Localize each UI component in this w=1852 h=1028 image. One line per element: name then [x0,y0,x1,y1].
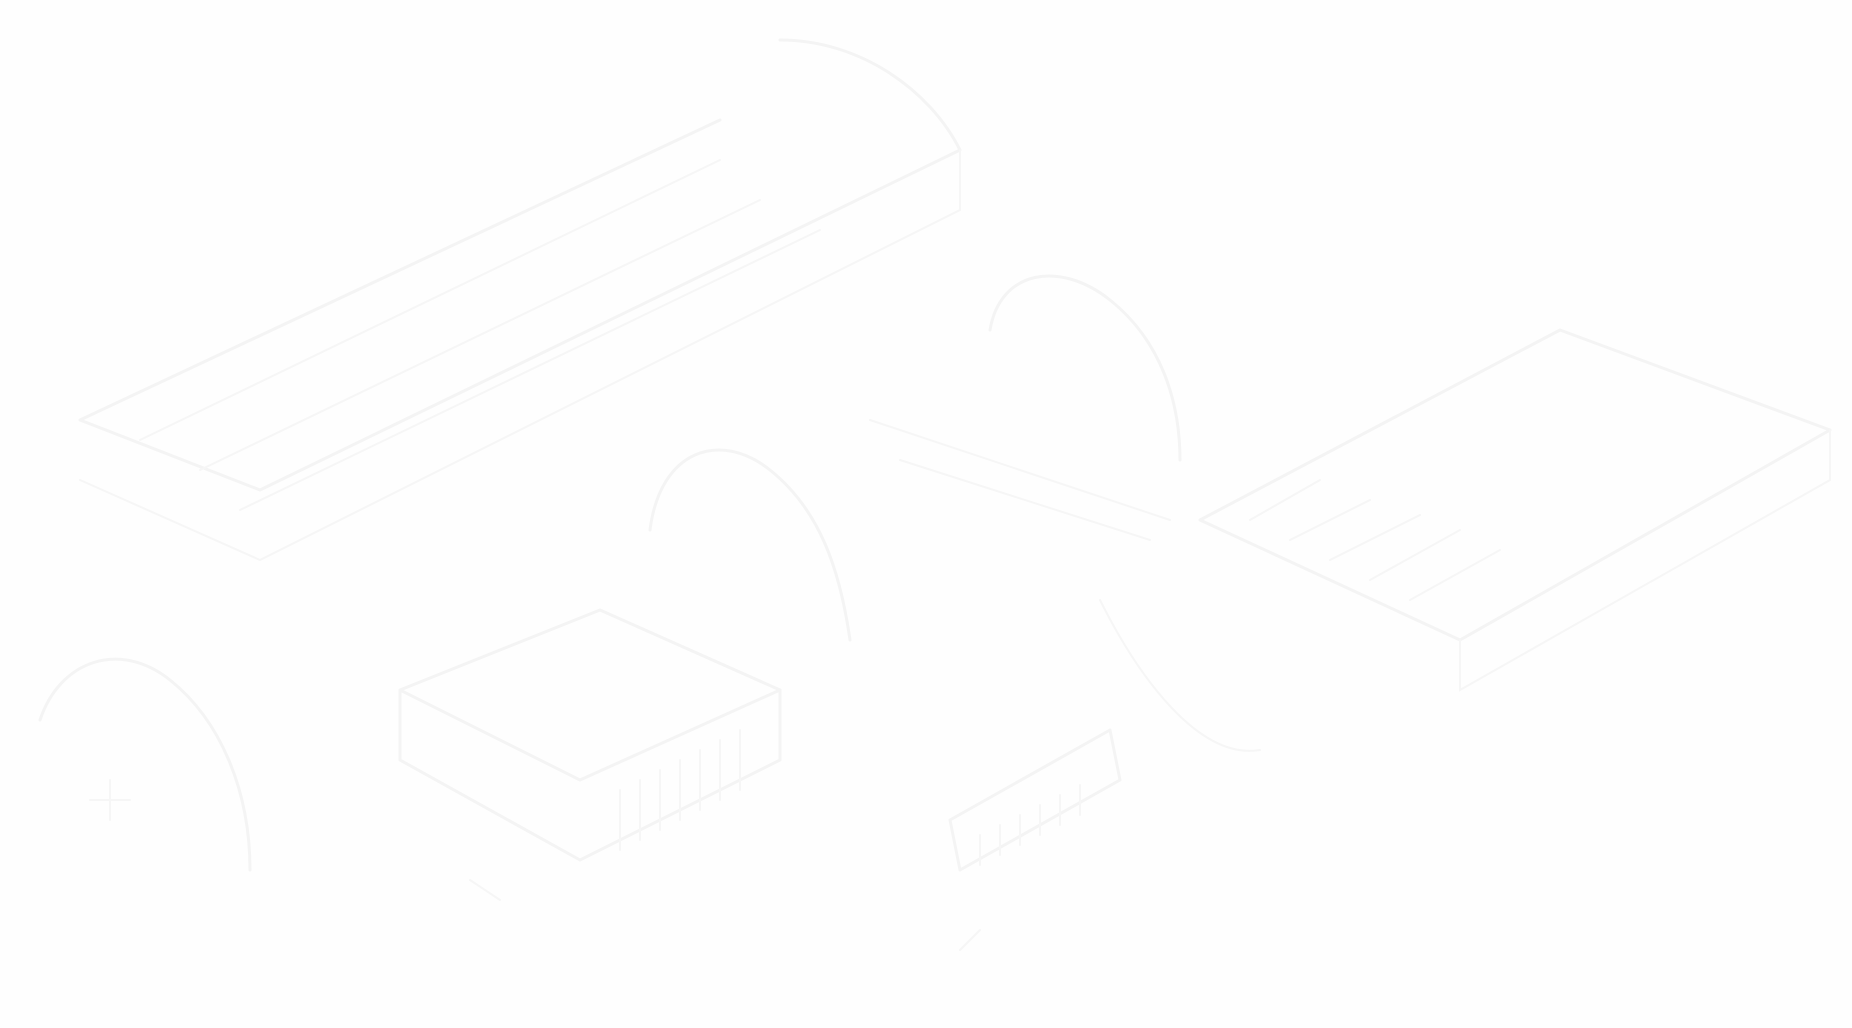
cable-outline [469,599,1261,951]
dome-outline [38,657,252,872]
server-dome-outline [869,274,1182,541]
arch-outline [648,448,852,642]
rack-unit-outline [78,38,962,562]
panel-outline [1198,328,1832,692]
switch-box-outline [398,608,782,862]
small-module-outline [948,728,1122,872]
